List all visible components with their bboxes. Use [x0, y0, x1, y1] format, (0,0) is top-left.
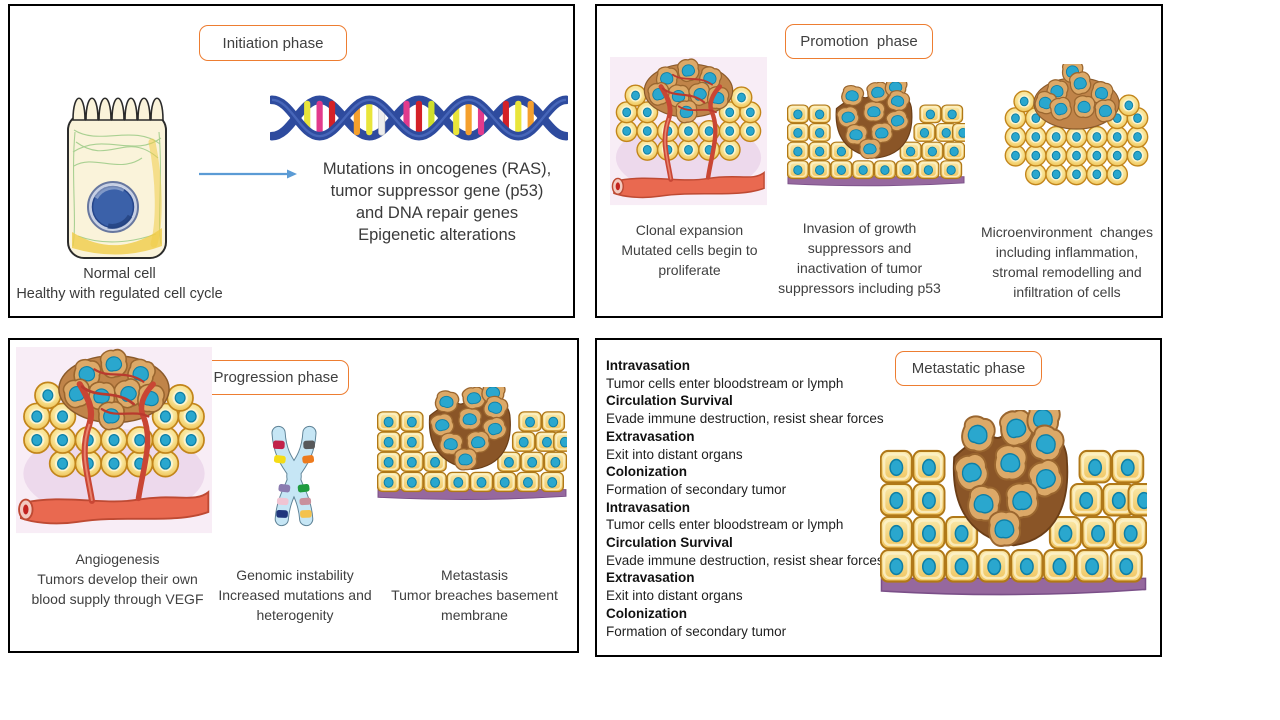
initiation-phase-label-text: Initiation phase: [222, 34, 324, 52]
metastatic-panel: Metastatic phase Intravasation Tumor cel…: [595, 338, 1162, 657]
step-desc: Exit into distant organs: [606, 446, 743, 462]
step-term: Colonization: [606, 605, 687, 621]
promotion-phase-label-text: Promotion phase: [800, 33, 918, 50]
initiation-panel: Initiation phase: [8, 4, 575, 318]
chromosome-illustration: [271, 425, 317, 527]
metastatic-phase-label-text: Metastatic phase: [911, 360, 1026, 377]
step-desc: Formation of secondary tumor: [606, 623, 787, 639]
step-desc: Formation of secondary tumor: [606, 481, 787, 497]
transition-arrow-icon: [199, 169, 297, 179]
metastatic-phase-label: Metastatic phase: [895, 351, 1042, 386]
tissue-invasion-illustration: [787, 82, 965, 190]
initiation-phase-label: Initiation phase: [199, 25, 347, 61]
dna-helix-illustration: [270, 95, 568, 141]
promotion-panel: Promotion phase Clonal expansion Mutated…: [595, 4, 1163, 318]
metastatic-tissue-illustration: [880, 410, 1147, 602]
step-term: Extravasation: [606, 570, 695, 586]
step-desc: Exit into distant organs: [606, 588, 743, 604]
normal-cell-caption: Normal cell Healthy with regulated cell …: [16, 266, 223, 302]
step-term: Intravasation: [606, 499, 691, 515]
metastasis-caption: Metastasis Tumor breaches basement membr…: [391, 567, 558, 623]
clonal-expansion-illustration: [610, 57, 767, 213]
step-term: Intravasation: [606, 358, 691, 373]
step-desc: Evade immune destruction, resist shear f…: [606, 411, 884, 427]
step-desc: Tumor cells enter bloodstream or lymph: [606, 375, 844, 391]
microenvironment-caption: Microenvironment changes including infla…: [981, 224, 1153, 300]
step-term: Circulation Survival: [606, 535, 733, 551]
angiogenesis-caption: Angiogenesis Tumors develop their own bl…: [31, 551, 204, 607]
step-term: Extravasation: [606, 428, 695, 444]
microenvironment-illustration: [999, 64, 1154, 196]
normal-cell-illustration: [67, 97, 167, 259]
promotion-phase-label: Promotion phase: [785, 24, 933, 59]
step-desc: Evade immune destruction, resist shear f…: [606, 552, 884, 568]
angiogenesis-illustration: [16, 347, 212, 543]
clonal-expansion-caption: Clonal expansion Mutated cells begin to …: [621, 222, 758, 278]
step-desc: Tumor cells enter bloodstream or lymph: [606, 517, 844, 533]
genomic-instability-caption: Genomic instability Increased mutations …: [218, 567, 372, 623]
step-term: Circulation Survival: [606, 393, 733, 409]
invasion-caption: Invasion of growth suppressors and inact…: [778, 220, 941, 296]
progression-phase-label: Progression phase: [203, 360, 349, 395]
metastasis-illustration: [377, 387, 567, 504]
step-term: Colonization: [606, 464, 687, 480]
metastatic-steps-list: Intravasation Tumor cells enter bloodstr…: [606, 357, 898, 640]
mutation-text: Mutations in oncogenes (RAS), tumor supp…: [322, 160, 552, 244]
progression-panel: Progression phase: [8, 338, 579, 653]
progression-phase-label-text: Progression phase: [213, 369, 339, 386]
